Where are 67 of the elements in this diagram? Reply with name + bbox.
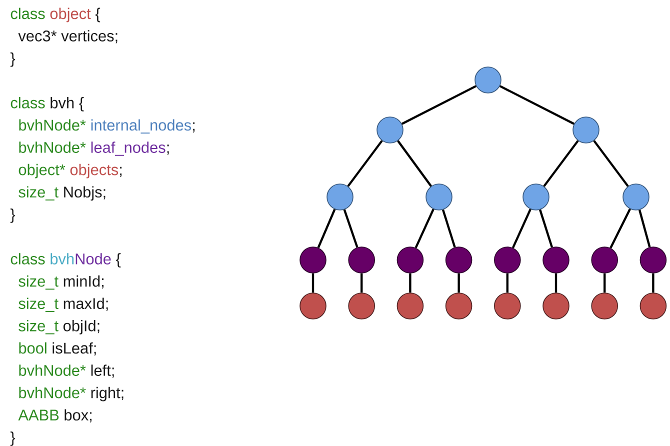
label: bvh	[50, 253, 74, 264]
tree-edge	[312, 273, 314, 293]
code-line: bvhNode* left;	[19, 364, 114, 378]
label: class	[10, 253, 45, 264]
code-line: bvhNode* internal_nodes;	[19, 119, 195, 134]
leaf-node	[494, 246, 521, 274]
leaf-node	[396, 246, 424, 274]
object-node	[300, 292, 326, 320]
tree-edge	[543, 140, 579, 187]
tree-edge	[499, 85, 575, 125]
code-line: bvhNode* leaf_nodes;	[19, 142, 169, 156]
object-node	[494, 292, 521, 320]
tree-edge	[360, 273, 363, 293]
code-line: AABB box;	[18, 409, 92, 422]
tree-node	[572, 116, 600, 144]
leaf-node	[300, 246, 326, 274]
tree-edge	[317, 208, 336, 248]
code-line: class bvhNode {	[10, 253, 121, 268]
code-line: vec3* vertices;	[18, 30, 118, 44]
object-node	[591, 292, 618, 320]
code-line: size_t objId;	[18, 320, 100, 334]
object-node	[445, 292, 472, 320]
code-line: size_t Nobjs;	[18, 186, 106, 201]
tree-node	[474, 66, 502, 94]
code-line: size_t maxId;	[18, 298, 108, 312]
code-line: }	[10, 208, 16, 223]
leaf-node	[542, 246, 570, 274]
leaf-node	[591, 246, 618, 274]
code-line: }	[10, 432, 16, 446]
object-node	[396, 292, 424, 320]
tree-edge	[506, 273, 508, 293]
tree-edge	[539, 209, 553, 248]
tree-node	[376, 116, 404, 144]
code-line: class bvh {	[10, 97, 84, 112]
object-node	[542, 292, 570, 320]
tree-edge	[554, 273, 558, 293]
tree-edge	[414, 208, 434, 248]
label: {	[116, 253, 121, 268]
tree-edge	[610, 208, 631, 248]
tree-edge	[397, 140, 432, 187]
code-line: size_t minId;	[18, 275, 104, 290]
object-node	[348, 292, 375, 320]
tree-edge	[604, 273, 606, 293]
tree-edge	[512, 208, 532, 248]
tree-edge	[638, 210, 651, 248]
tree-edge	[652, 273, 654, 293]
tree-node	[426, 184, 452, 210]
label: Node	[76, 253, 111, 264]
object-node	[640, 292, 667, 320]
leaf-node	[640, 246, 667, 274]
tree-edge	[347, 140, 383, 187]
leaf-node	[445, 246, 472, 274]
code-line: class object {	[10, 8, 100, 22]
tree-node	[622, 184, 650, 210]
code-line: bool isLeaf;	[19, 342, 96, 356]
tree-edge	[458, 273, 460, 293]
tree-edge	[401, 85, 477, 125]
tree-node	[522, 184, 550, 210]
tree-edge	[442, 209, 456, 248]
code-line: }	[10, 52, 16, 67]
tree-node	[326, 184, 354, 210]
tree-edge	[343, 209, 358, 248]
code-line: bvhNode* right;	[19, 386, 124, 402]
tree-edge	[409, 273, 412, 293]
leaf-node	[348, 246, 375, 274]
tree-edge	[593, 140, 629, 187]
code-line: object* objects;	[18, 164, 122, 178]
